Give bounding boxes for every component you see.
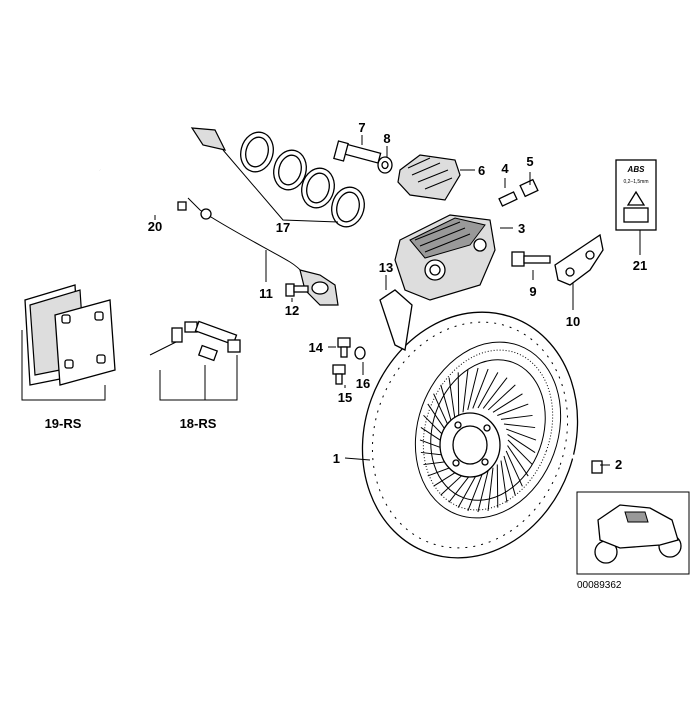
callout-6: 6: [478, 163, 485, 178]
callout-3: 3: [518, 221, 525, 236]
spoke-line: [467, 471, 484, 512]
motorcycle-body-icon: [597, 504, 679, 549]
inset-thumbnail: 00089362: [576, 491, 690, 591]
callout-8: 8: [383, 131, 390, 146]
callout-7: 7: [358, 120, 365, 135]
callout-5: 5: [526, 154, 533, 169]
spoke-line: [506, 428, 537, 441]
callout-14: 14: [309, 340, 324, 355]
washer-8: [377, 156, 393, 174]
abs-logo-text: ABS: [627, 165, 646, 174]
bleeder-cap: [519, 178, 539, 198]
warning-triangle-icon: [626, 190, 646, 206]
spoke-line: [472, 368, 489, 409]
spoke-line: [433, 393, 451, 430]
screw-14: [337, 337, 351, 358]
spoke-line: [497, 403, 529, 416]
abs-warning-label: ABS 0,2–1,5mm: [615, 159, 657, 231]
callout-11: 11: [259, 286, 273, 301]
callout-1: 1: [333, 451, 340, 466]
spoke-line: [487, 384, 516, 411]
spoke-line: [482, 377, 508, 409]
spoke-line: [507, 434, 536, 453]
bolt-7: [333, 140, 382, 164]
spoke-line: [457, 471, 479, 508]
spoke-line: [500, 460, 508, 503]
callout-19-rs: 19-RS: [45, 416, 82, 431]
callout-labels: 1 2 3 4 5 6 7 8 9 10 11 12 13 14 15 16 1…: [45, 120, 648, 472]
spoke-line: [487, 467, 494, 511]
callout-15: 15: [338, 390, 352, 405]
spoke-line: [503, 455, 516, 496]
sensor-bracket: [554, 233, 604, 286]
pad-set: [24, 284, 116, 386]
callout-9: 9: [529, 284, 536, 299]
spoke-line: [462, 369, 469, 413]
callout-16: 16: [356, 376, 370, 391]
callout-2: 2: [615, 457, 622, 472]
callout-4: 4: [501, 161, 509, 176]
bolt-9: [511, 251, 551, 267]
callout-18-rs: 18-RS: [180, 416, 217, 431]
brake-disc: [361, 311, 579, 559]
callout-17: 17: [276, 220, 290, 235]
callout-21: 21: [633, 258, 647, 273]
spoke-line: [503, 423, 536, 429]
abs-spec-text: 0,2–1,5mm: [623, 179, 648, 185]
screw-15: [332, 364, 346, 385]
spoke-line: [467, 367, 479, 411]
pin-set: [149, 320, 241, 362]
spoke-line: [440, 384, 453, 425]
inset-code: 00089362: [577, 580, 622, 591]
brake-pad: [397, 154, 461, 201]
spoke-line: [496, 464, 499, 508]
leader-lines: [21, 135, 641, 466]
bolt-2: [569, 453, 603, 474]
callout-13: 13: [379, 260, 393, 275]
spoke-line: [500, 414, 533, 420]
caliper-bracket: [379, 289, 413, 351]
washer-16: [354, 346, 366, 360]
spoke-line: [457, 372, 460, 416]
callout-20: 20: [148, 219, 162, 234]
bleeder-valve: [498, 191, 518, 207]
spoke-line: [448, 377, 456, 420]
abs-sensor: [187, 197, 339, 306]
callout-10: 10: [566, 314, 580, 329]
spoke-line: [492, 393, 523, 413]
screw-12: [285, 283, 309, 297]
cable-tie: [99, 169, 187, 211]
seal-rings: [190, 127, 365, 228]
spoke-line: [477, 469, 489, 513]
spoke-line: [477, 372, 499, 409]
spoke-line: [507, 439, 533, 466]
brake-caliper: [394, 214, 496, 301]
spoke-line: [505, 450, 523, 487]
spoke-line: [507, 445, 529, 477]
callout-12: 12: [285, 303, 299, 318]
